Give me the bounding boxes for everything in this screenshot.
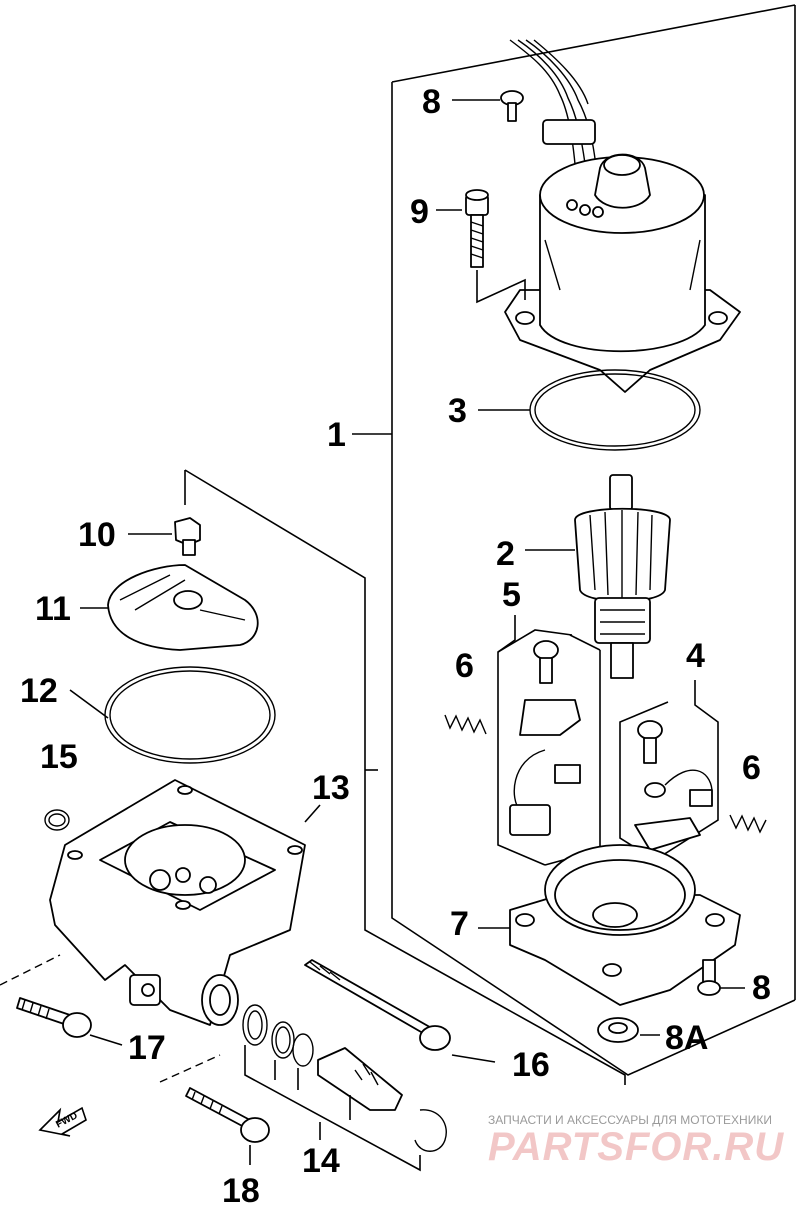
spring-6-left	[444, 714, 487, 735]
o-ring-15	[44, 809, 70, 831]
label-part-8-bottom: 8	[752, 969, 771, 1007]
label-part-10: 10	[78, 516, 116, 554]
label-part-18: 18	[222, 1172, 260, 1205]
label-part-1: 1	[327, 416, 346, 454]
label-part-6-right: 6	[742, 749, 761, 787]
rod-16	[304, 959, 496, 1063]
label-part-12: 12	[20, 672, 58, 710]
label-part-17: 17	[128, 1029, 166, 1067]
fwd-arrow: FWD	[38, 1106, 87, 1137]
label-part-14: 14	[302, 1142, 340, 1180]
o-ring-3	[478, 369, 701, 451]
pin-10	[128, 517, 201, 556]
label-part-3: 3	[448, 392, 467, 430]
brush-holder-4	[619, 680, 719, 861]
assembly-1-frame	[352, 4, 796, 1076]
bolt-18	[159, 1054, 270, 1165]
label-part-7: 7	[450, 905, 469, 943]
label-part-4: 4	[686, 637, 705, 675]
label-part-8A: 8A	[665, 1019, 708, 1057]
label-part-2: 2	[496, 535, 515, 573]
cover-plate-11	[80, 564, 259, 651]
label-part-13: 13	[312, 769, 350, 807]
label-part-9: 9	[410, 193, 429, 231]
armature-2	[525, 474, 671, 679]
brush-holder-5	[497, 615, 601, 866]
valve-assembly-14	[242, 1004, 447, 1172]
label-part-6-left: 6	[455, 647, 474, 685]
label-part-15: 15	[40, 738, 78, 776]
label-part-5: 5	[502, 576, 521, 614]
washer-8A	[597, 1017, 660, 1043]
spring-6-right	[729, 814, 767, 834]
label-part-8-top: 8	[422, 83, 441, 121]
label-part-16: 16	[512, 1046, 550, 1084]
motor-housing	[504, 39, 741, 393]
bolt-17	[0, 954, 123, 1046]
pump-housing-13	[49, 779, 321, 1026]
o-ring-12	[69, 666, 276, 764]
end-cap-7	[478, 844, 741, 1006]
watermark-tagline: ЗАПЧАСТИ И АКСЕССУАРЫ ДЛЯ МОТОТЕХНИКИ	[488, 1113, 772, 1127]
screw-8-top	[452, 90, 524, 122]
label-part-11: 11	[35, 590, 71, 628]
assembly-13-frame	[184, 469, 626, 1085]
watermark-brand: PARTSFOR.RU	[488, 1125, 784, 1169]
screw-8-bottom	[697, 959, 745, 996]
bolt-9	[436, 189, 526, 304]
